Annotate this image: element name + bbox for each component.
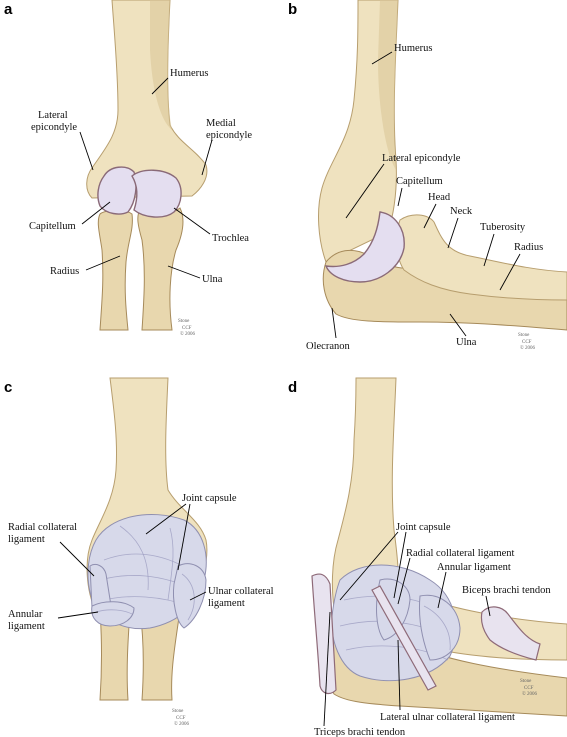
label-b-ulna: Ulna <box>456 337 477 348</box>
svg-text:CCF: CCF <box>176 716 186 721</box>
capitellum-b <box>324 211 405 283</box>
svg-text:Stone: Stone <box>520 679 532 684</box>
humerus-bone-a <box>86 0 208 199</box>
label-d-annular: Annular ligament <box>437 562 511 573</box>
ulna-bone-a <box>137 207 184 331</box>
label-b-neck: Neck <box>450 206 473 217</box>
label-d-radial-collateral: Radial collateral ligament <box>406 548 515 559</box>
svg-text:Stone: Stone <box>172 709 184 714</box>
label-a-trochlea: Trochlea <box>212 233 249 244</box>
label-a-lateral-epicondyle-2: epicondyle <box>31 122 77 133</box>
trochlea-a <box>131 169 182 218</box>
artist-signature-d: Stone CCF © 2006 <box>520 679 538 697</box>
svg-text:© 2006: © 2006 <box>180 331 196 337</box>
ulnar-collateral-ligament-c <box>173 563 207 629</box>
panel-b: b Humerus Lateral epicondyle Capitellum … <box>288 0 567 352</box>
label-a-capitellum: Capitellum <box>29 221 76 232</box>
label-c-radial-collateral-2: ligament <box>8 534 45 545</box>
label-c-annular-1: Annular <box>8 609 43 620</box>
label-a-medial-epicondyle-1: Medial <box>206 118 236 129</box>
biceps-tendon-d <box>480 606 541 661</box>
label-a-radius: Radius <box>50 266 79 277</box>
svg-text:Stone: Stone <box>178 319 190 324</box>
humerus-bone-d <box>331 377 399 621</box>
label-a-humerus: Humerus <box>170 68 209 79</box>
label-c-annular-2: ligament <box>8 621 45 632</box>
svg-text:CCF: CCF <box>524 686 534 691</box>
lateral-ulnar-collateral-ligament-d <box>371 585 437 691</box>
artist-signature-a: Stone CCF © 2006 <box>178 319 196 337</box>
label-d-joint-capsule: Joint capsule <box>396 522 451 533</box>
artist-signature-b: Stone CCF © 2006 <box>518 333 536 351</box>
label-b-tuberosity: Tuberosity <box>480 222 526 233</box>
svg-text:CCF: CCF <box>182 326 192 331</box>
radius-bone-b <box>396 214 567 301</box>
label-b-olecranon: Olecranon <box>306 341 350 352</box>
label-c-ulnar-collateral-2: ligament <box>208 598 245 609</box>
label-c-radial-collateral-1: Radial collateral <box>8 522 77 533</box>
svg-text:Stone: Stone <box>518 333 530 338</box>
panel-d: d Joint capsule Radial collateral ligame… <box>288 377 567 737</box>
label-a-medial-epicondyle-2: epicondyle <box>206 130 252 141</box>
svg-text:© 2006: © 2006 <box>520 345 536 351</box>
label-b-capitellum: Capitellum <box>396 176 443 187</box>
svg-text:© 2006: © 2006 <box>174 721 190 727</box>
label-a-lateral-epicondyle-1: Lateral <box>38 110 68 121</box>
panel-a: a Humerus Lateral epicondyle Medial epic… <box>4 0 252 337</box>
label-b-head: Head <box>428 192 451 203</box>
label-c-joint-capsule: Joint capsule <box>182 493 237 504</box>
radius-bone-c <box>99 609 131 701</box>
panel-a-letter: a <box>4 1 13 18</box>
svg-text:© 2006: © 2006 <box>522 691 538 697</box>
panel-b-letter: b <box>288 1 297 18</box>
label-b-humerus: Humerus <box>394 43 433 54</box>
capitellum-a <box>97 166 137 215</box>
annular-ligament-c <box>91 601 135 627</box>
artist-signature-c: Stone CCF © 2006 <box>172 709 190 727</box>
label-c-ulnar-collateral-1: Ulnar collateral <box>208 586 274 597</box>
panel-c-letter: c <box>4 379 12 396</box>
svg-text:CCF: CCF <box>522 340 532 345</box>
label-d-triceps: Triceps brachi tendon <box>314 727 406 737</box>
label-b-lateral-epicondyle: Lateral epicondyle <box>382 153 461 164</box>
panel-d-letter: d <box>288 379 297 396</box>
label-d-lateral-ulnar-collateral: Lateral ulnar collateral ligament <box>380 712 515 723</box>
label-d-biceps: Biceps brachi tendon <box>462 585 551 596</box>
panel-c: c Joint capsule Radial collateral ligame… <box>4 377 274 727</box>
triceps-tendon-d <box>311 573 337 695</box>
label-b-radius: Radius <box>514 242 543 253</box>
label-a-ulna: Ulna <box>202 274 223 285</box>
radius-bone-a <box>97 209 133 331</box>
ulna-bone-c <box>139 609 181 701</box>
